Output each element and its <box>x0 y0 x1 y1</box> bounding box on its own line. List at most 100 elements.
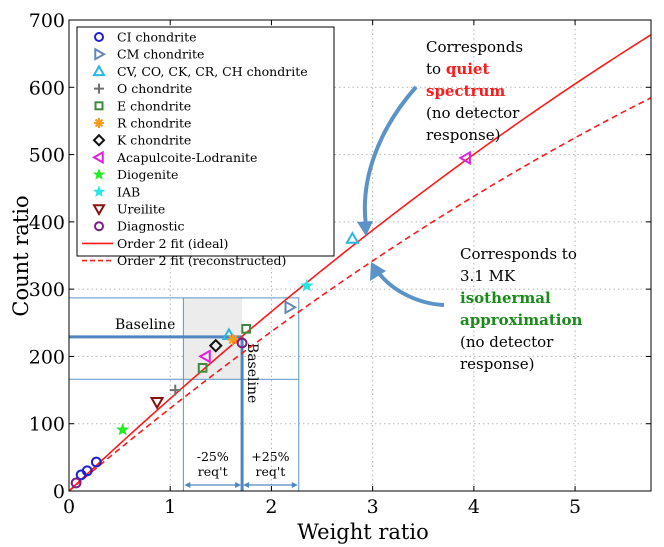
legend-label: Acapulcoite-Lodranite <box>116 150 257 165</box>
requirement-arrow-right-head-left <box>243 482 250 488</box>
annotation-quiet-text: (no detector <box>426 104 520 122</box>
legend-marker <box>94 118 104 128</box>
axes <box>68 19 652 492</box>
data-point <box>70 477 82 489</box>
annotation-quiet-line: (no detector <box>426 104 520 122</box>
annotation-quiet-text: spectrum <box>426 82 505 100</box>
legend-marker <box>91 150 104 165</box>
y-axis-label: Count ratio <box>9 195 33 316</box>
annotation-isothermal-line: isothermal <box>460 289 551 307</box>
x-tick-label: 0 <box>63 496 75 518</box>
fit-lines <box>68 34 652 492</box>
annotation-quiet-line: to quiet <box>426 60 489 78</box>
data-point <box>198 349 211 364</box>
annotation-quiet-line: response) <box>426 126 500 144</box>
legend-marker <box>92 133 106 147</box>
data-point <box>169 384 181 396</box>
annotation-isothermal-text: (no detector <box>460 333 554 351</box>
legend-label: E chondrite <box>117 98 191 113</box>
legend-marker <box>94 221 104 232</box>
data-point <box>236 337 248 349</box>
annotation-arrow-quiet <box>362 85 418 227</box>
plot-frame <box>68 19 652 492</box>
annotation-isothermal-line: Corresponds to <box>460 245 577 263</box>
annotation-isothermal-text: Corresponds to <box>460 245 577 263</box>
data-point <box>197 363 208 373</box>
legend-label: K chondrite <box>117 133 191 148</box>
legend-label: CM chondrite <box>117 47 204 62</box>
x-tick-label: 1 <box>164 496 176 518</box>
annotation-quiet-text: Corresponds <box>426 38 523 56</box>
annotation-isothermal-line: 3.1 MK <box>460 267 516 285</box>
y-tick-label: 600 <box>29 77 65 99</box>
legend-marker <box>94 101 104 111</box>
tick-labels: 0 1 2 3 4 5 0 100 200 300 400 500 600 700 <box>29 10 581 518</box>
annotations: Corresponds to quiet spectrum (no detector r… <box>357 38 582 373</box>
legend-marker <box>92 168 106 180</box>
legend-marker <box>92 204 106 217</box>
annotation-isothermal-text: approximation <box>460 311 582 329</box>
x-tick-label: 3 <box>367 496 379 518</box>
data-point <box>81 465 93 477</box>
y-tick-label: 400 <box>29 212 65 234</box>
legend-marker <box>92 64 106 77</box>
requirement-label-left: req't <box>198 464 228 479</box>
legend-label: O chondrite <box>117 81 192 96</box>
y-tick-label: 300 <box>29 279 65 301</box>
annotation-arrowhead-quiet <box>357 221 373 236</box>
annotation-isothermal-line: approximation <box>460 311 582 329</box>
requirement-arrow-right-head-right <box>291 482 298 488</box>
data-point <box>345 231 360 244</box>
data-point <box>90 456 102 468</box>
data-point <box>227 334 239 346</box>
annotation-quiet-text: to <box>426 60 446 78</box>
legend-marker <box>94 83 104 94</box>
annotation-isothermal-line: (no detector <box>460 333 554 351</box>
requirement-label-left: -25% <box>197 449 229 464</box>
data-point <box>116 422 130 436</box>
legend-label: Order 2 fit (reconstructed) <box>117 253 286 268</box>
data-point <box>208 338 223 353</box>
annotation-isothermal-text: response) <box>460 355 534 373</box>
legend-label: CV, CO, CK, CR, CH chondrite <box>117 64 308 79</box>
data-point <box>300 278 314 292</box>
requirement-label-right: req't <box>256 464 286 479</box>
data-point <box>458 150 471 166</box>
annotation-quiet-line: Corresponds <box>426 38 523 56</box>
y-tick-label: 100 <box>29 414 65 436</box>
annotation-isothermal-text: 3.1 MK <box>460 267 516 285</box>
y-tick-label: 700 <box>29 10 65 32</box>
y-tick-label: 500 <box>29 145 65 167</box>
annotation-arrowhead-isothermal <box>370 262 386 281</box>
data-point <box>241 323 251 334</box>
annotation-quiet-text: response) <box>426 126 500 144</box>
annotation-isothermal-text: isothermal <box>460 289 551 307</box>
annotation-arrow-isothermal <box>376 270 445 307</box>
annotation-quiet-line: spectrum <box>426 82 505 100</box>
fit-line <box>68 97 652 492</box>
legend-label: R chondrite <box>117 116 191 131</box>
x-axis-label: Weight ratio <box>297 520 428 544</box>
baseline-label-vertical: Baseline <box>244 343 260 403</box>
data-point <box>149 397 165 410</box>
legend-label: CI chondrite <box>117 30 197 45</box>
fit-line <box>68 34 652 492</box>
legend-label: Order 2 fit (ideal) <box>117 236 228 251</box>
y-tick-label: 200 <box>29 346 65 368</box>
legend-label: Diagnostic <box>117 219 185 234</box>
legend-label: Ureilite <box>117 202 165 217</box>
x-tick-label: 5 <box>569 496 581 518</box>
legend-label: Diogenite <box>117 167 178 182</box>
legend-marker <box>92 185 106 197</box>
baseline-label-horizontal: Baseline <box>115 317 175 333</box>
requirement-arrow-left-head-right <box>235 482 242 488</box>
x-tick-label: 2 <box>265 496 277 518</box>
x-tick-label: 4 <box>468 496 480 518</box>
y-tick-label: 0 <box>53 481 65 503</box>
annotation-quiet-text: quiet <box>446 60 490 78</box>
requirement-label-right: +25% <box>251 449 289 464</box>
requirement-arrow-left-head-left <box>184 482 191 488</box>
